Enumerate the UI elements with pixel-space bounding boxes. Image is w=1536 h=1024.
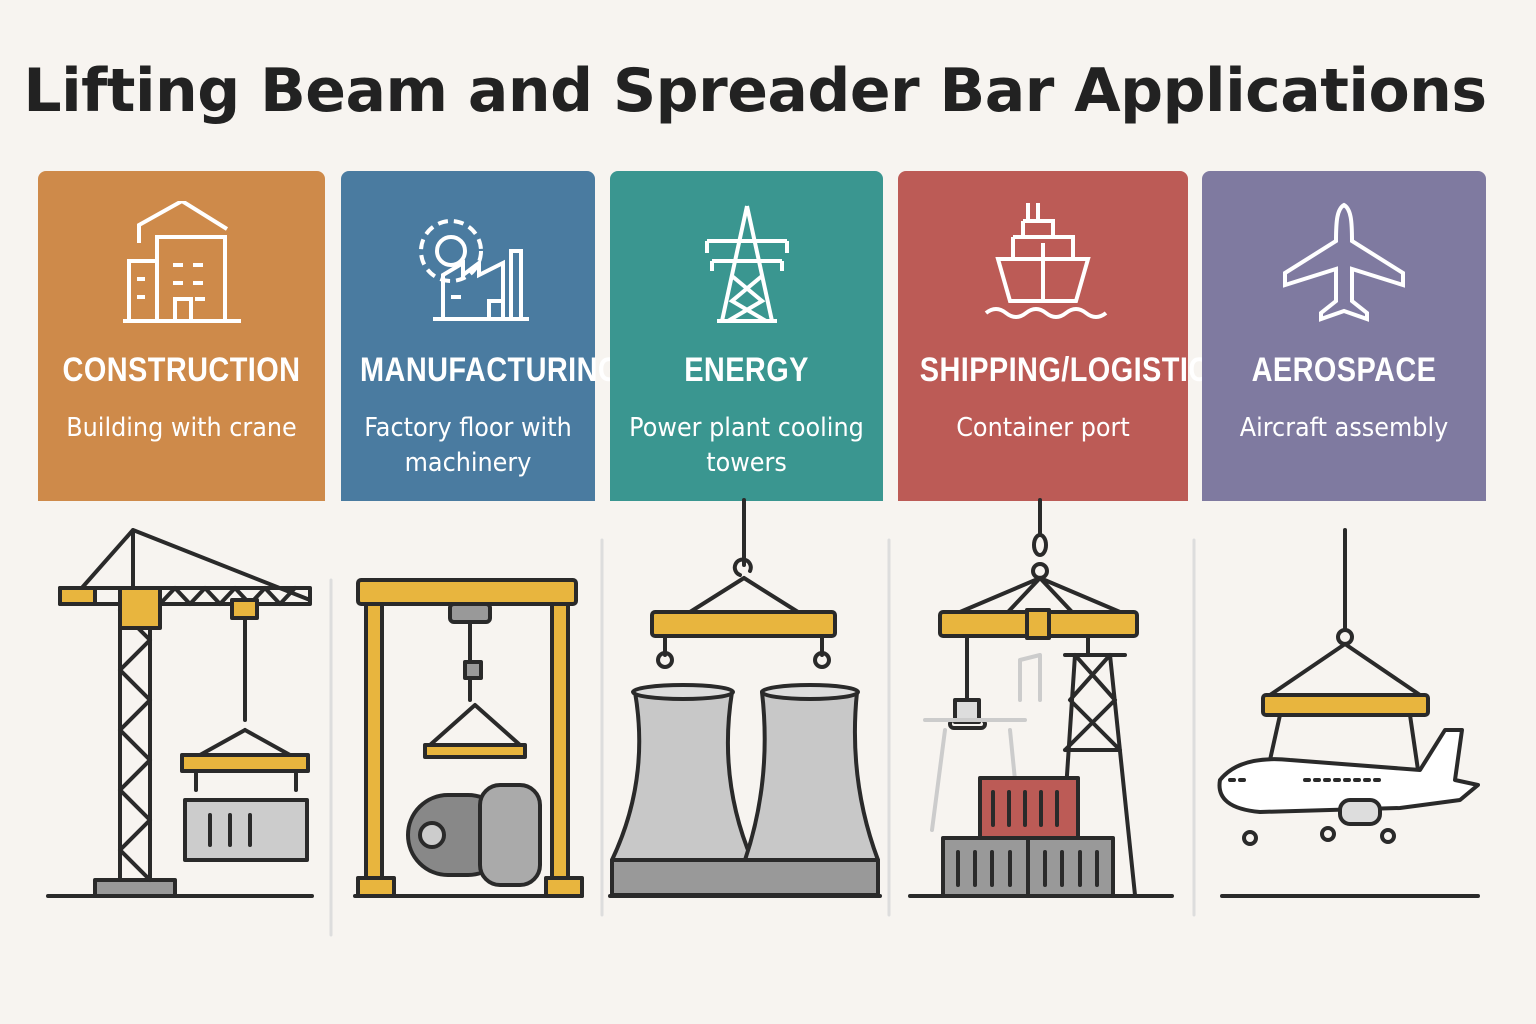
dividers: [329, 538, 1196, 937]
cooling-towers-illustration: [608, 498, 882, 898]
card-shipping: SHIPPING/LOGISTICS Container port: [898, 171, 1229, 501]
category-description: Power plant cooling towers: [629, 413, 864, 478]
power-tower-icon: [704, 205, 789, 323]
page-title: Lifting Beam and Spreader Bar Applicatio…: [23, 56, 1487, 126]
card-aerospace: AEROSPACE Aircraft assembly: [1202, 171, 1486, 501]
container-port-illustration: [908, 498, 1174, 898]
gear-factory-icon: [419, 219, 529, 321]
ship-icon: [984, 203, 1108, 319]
airplane-icon: [1283, 202, 1405, 322]
category-description: Container port: [956, 413, 1130, 443]
card-construction: CONSTRUCTION Building with crane: [38, 171, 325, 501]
category-description: Aircraft assembly: [1239, 413, 1449, 443]
building-icon: [122, 201, 241, 323]
category-name: AEROSPACE: [1251, 351, 1437, 389]
category-name: CONSTRUCTION: [62, 351, 301, 389]
tower-crane-illustration: [46, 528, 314, 898]
card-energy: ENERGY Power plant cooling towers: [610, 171, 883, 501]
card-manufacturing: MANUFACTURING Factory floor with machine…: [341, 171, 620, 501]
gantry-crane-illustration: [353, 578, 584, 898]
aircraft-lift-illustration: [1217, 528, 1480, 898]
category-name: ENERGY: [684, 351, 809, 389]
category-description: Factory floor with machinery: [364, 413, 572, 478]
category-description: Building with crane: [66, 413, 297, 443]
